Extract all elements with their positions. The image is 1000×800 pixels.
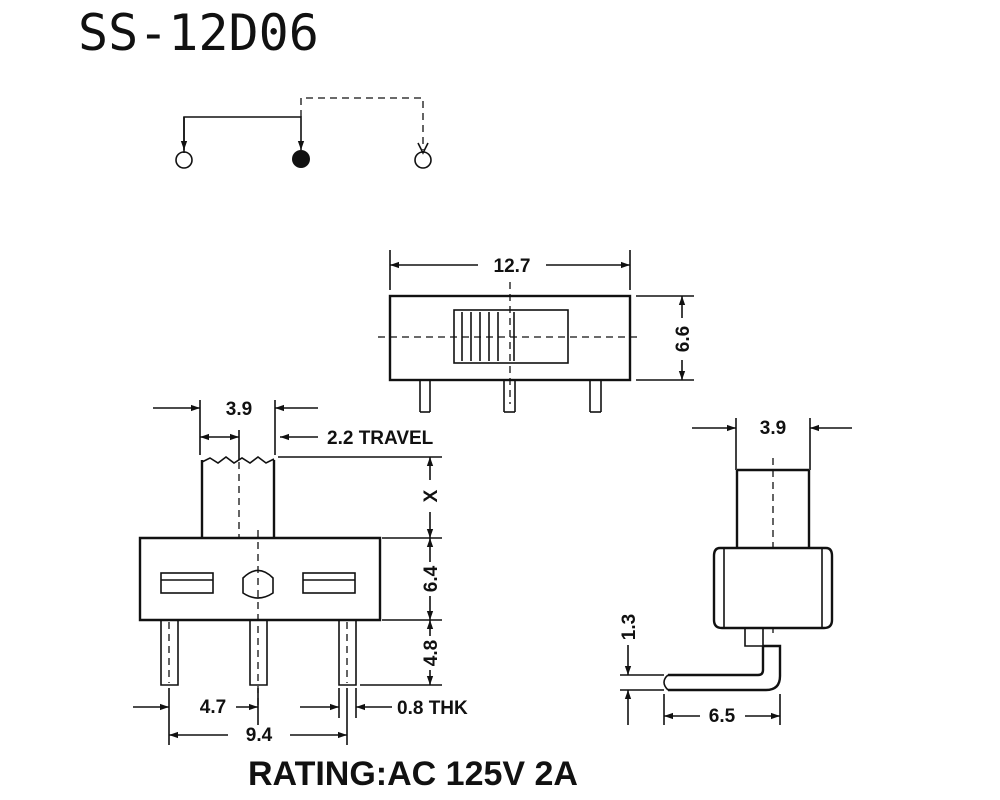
dimension-6-4-label: 6.4 [421, 565, 442, 592]
terminal-right-icon [414, 151, 432, 169]
dimension-6-6-label: 6.6 [673, 326, 694, 352]
dimension-4-7-label: 4.7 [200, 697, 226, 718]
dimension-6-5-label: 6.5 [709, 706, 736, 727]
terminal-common-icon [292, 150, 310, 168]
dimension-1-3-label: 1.3 [619, 614, 640, 640]
front-view: 3.9 2.2 TRAVEL X 6.4 4.8 [133, 399, 468, 746]
terminal-left-icon [175, 151, 193, 169]
rating-label: RATING:AC 125V 2A [248, 755, 578, 793]
top-view: 12.7 6.6 [378, 250, 694, 413]
dimension-x-label: X [421, 489, 442, 502]
side-view: 3.9 1.3 6.5 [619, 418, 852, 727]
switch-schematic [175, 97, 432, 169]
dimension-4-8-label: 4.8 [421, 640, 442, 666]
front-view-body [138, 536, 382, 622]
dimension-3-9-side-label: 3.9 [760, 418, 786, 439]
side-view-body [712, 546, 834, 630]
dimension-12-7-label: 12.7 [494, 256, 531, 277]
travel-label: 2.2 TRAVEL [327, 428, 434, 449]
part-number-title: SS-12D06 [78, 4, 319, 62]
thickness-label: 0.8 THK [397, 698, 468, 719]
dimension-9-4-label: 9.4 [246, 725, 273, 746]
dimension-3-9-label: 3.9 [226, 399, 252, 420]
